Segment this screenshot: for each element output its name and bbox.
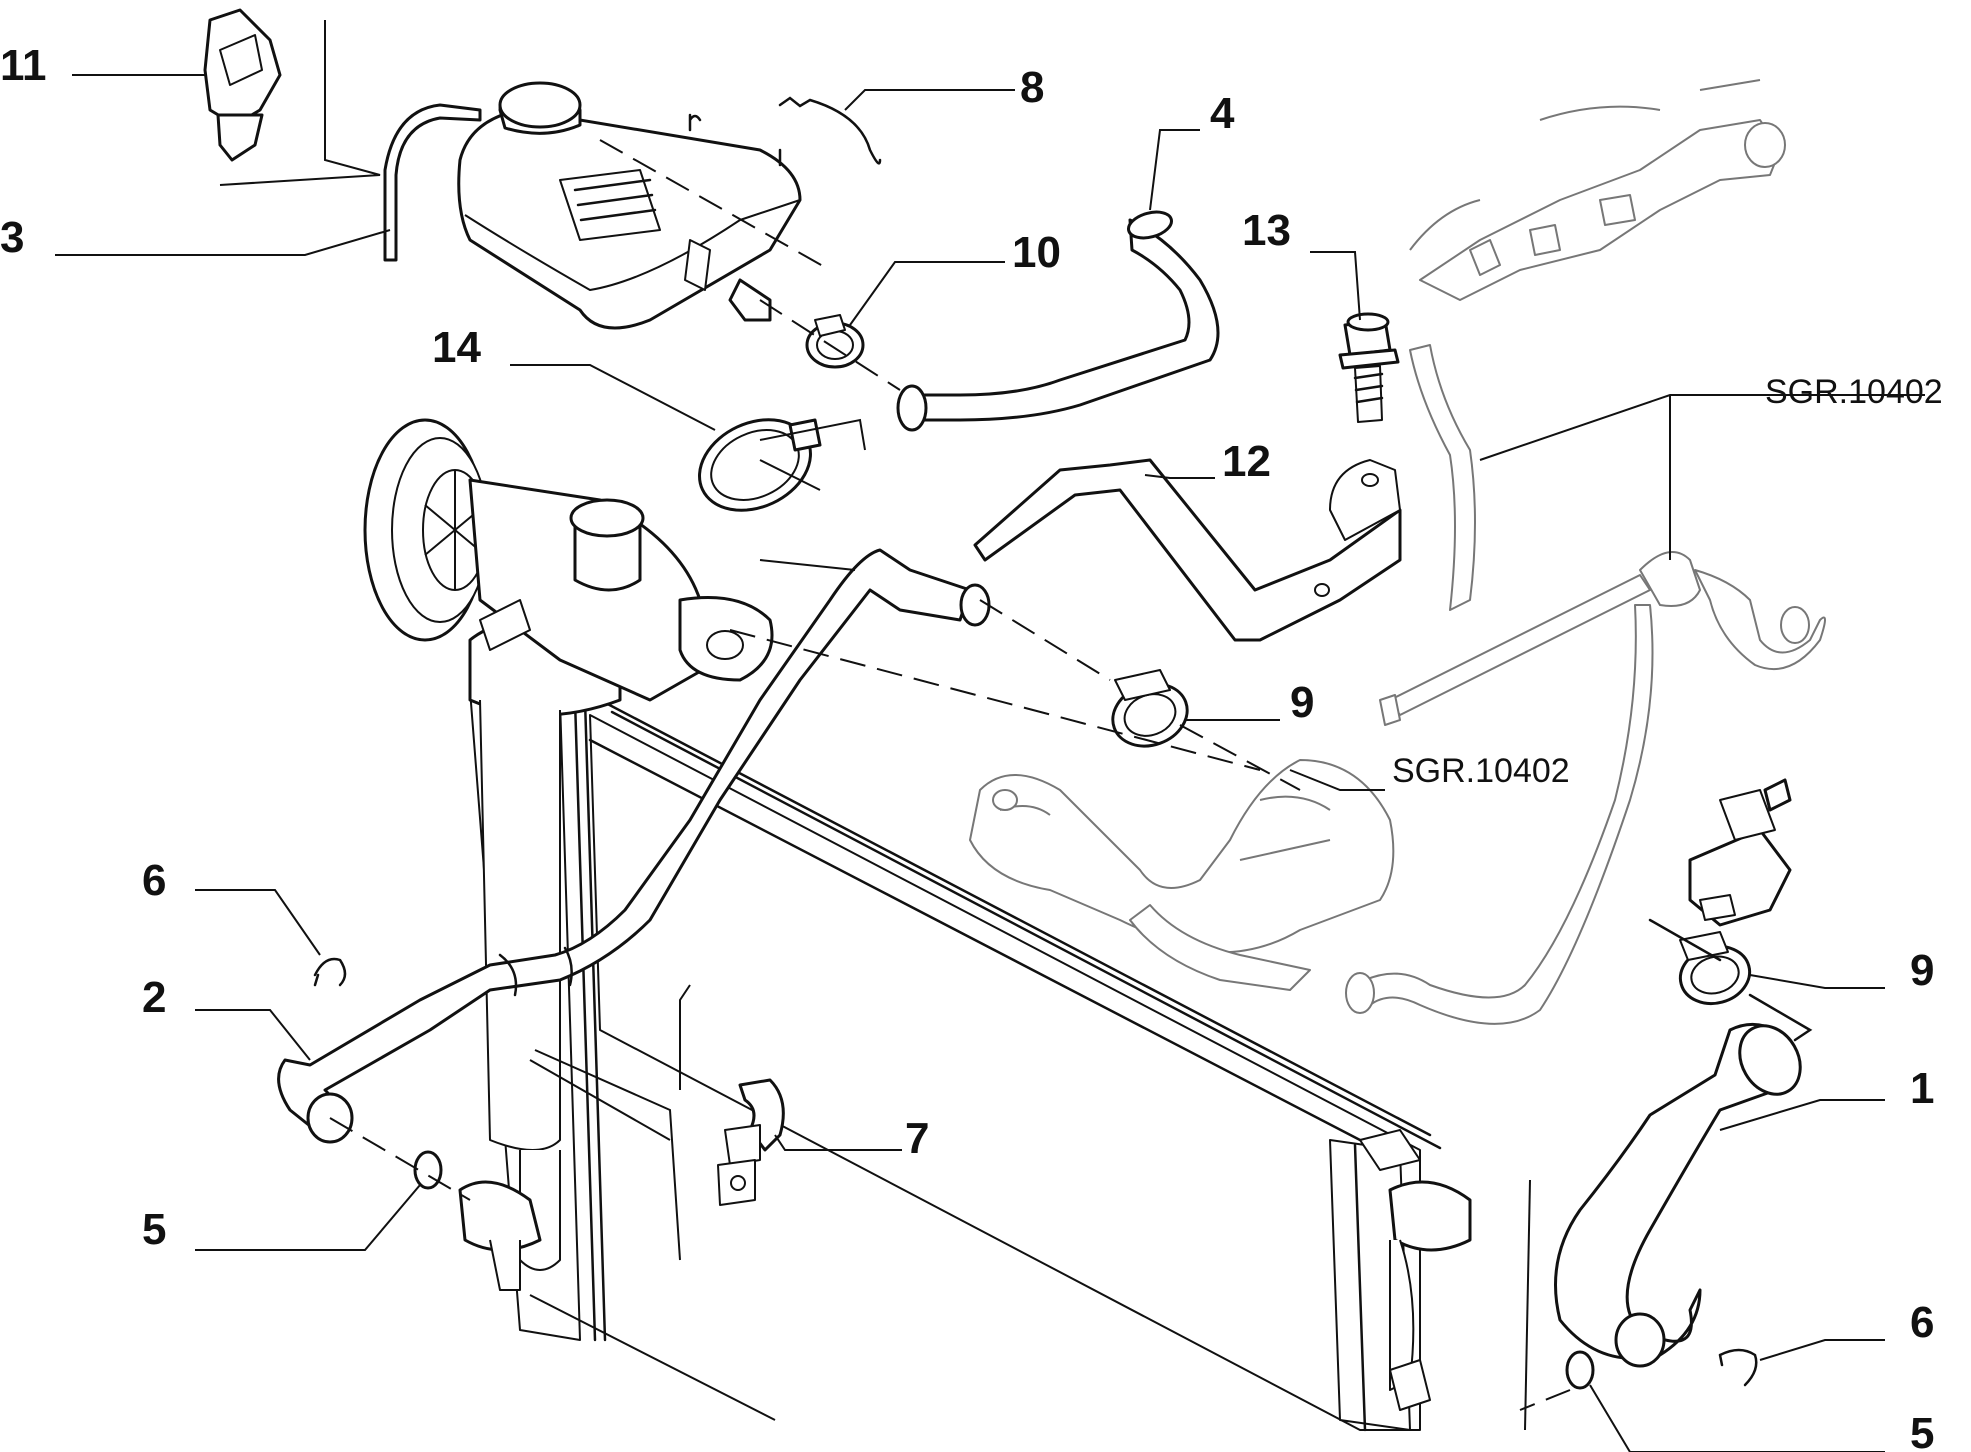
clip-11	[203, 8, 282, 162]
label-ref-middle: SGR.10402	[1392, 752, 1570, 790]
leader-lines	[55, 20, 1925, 1452]
assembly-dashed-lines	[329, 139, 1813, 1411]
bolt-13	[1338, 312, 1400, 423]
spring-clip-6-left	[313, 957, 347, 987]
hose-1	[1554, 1022, 1802, 1368]
hose-4	[896, 210, 1220, 432]
label-part-6-right: 6	[1910, 1298, 1934, 1347]
band-clamp-14	[698, 418, 822, 512]
label-part-5-right: 5	[1910, 1409, 1934, 1452]
o-ring-5-left	[413, 1150, 443, 1190]
label-part-10: 10	[1012, 228, 1061, 277]
hose-clamp-9-right	[1678, 931, 1752, 1006]
label-part-4: 4	[1210, 89, 1235, 138]
o-ring-5-right	[1565, 1350, 1595, 1390]
hose-clamp-10	[805, 314, 865, 369]
expansion-tank	[457, 81, 802, 330]
label-part-11: 11	[0, 41, 47, 90]
spring-clip-8	[778, 96, 882, 165]
label-part-14: 14	[432, 323, 481, 372]
label-part-13: 13	[1242, 206, 1291, 255]
label-part-2: 2	[142, 973, 166, 1022]
label-part-12: 12	[1222, 437, 1271, 486]
bracket-12	[973, 458, 1402, 642]
spring-clip-6-right	[1718, 1348, 1758, 1387]
label-part-6-left: 6	[142, 856, 166, 905]
label-part-1: 1	[1910, 1064, 1934, 1113]
label-part-5-left: 5	[142, 1205, 166, 1254]
vent-hose-3	[383, 103, 482, 262]
thermostat-valve	[1688, 778, 1792, 927]
clip-7	[717, 1078, 785, 1206]
part-labels: 11 3 8 4 10 13 14 12 SGR.10402 9 SGR.104…	[0, 41, 1943, 1452]
hose-clamp-9-center	[1111, 669, 1189, 748]
label-part-9-right: 9	[1910, 946, 1934, 995]
label-part-3: 3	[0, 213, 24, 262]
label-part-8: 8	[1020, 63, 1044, 112]
radiator	[458, 618, 1472, 1432]
reference-assembly-sgr-10402	[969, 79, 1826, 1025]
label-part-7: 7	[905, 1114, 929, 1163]
label-part-9-center: 9	[1290, 678, 1314, 727]
water-pump-housing	[363, 418, 774, 702]
label-ref-upper: SGR.10402	[1765, 373, 1943, 411]
